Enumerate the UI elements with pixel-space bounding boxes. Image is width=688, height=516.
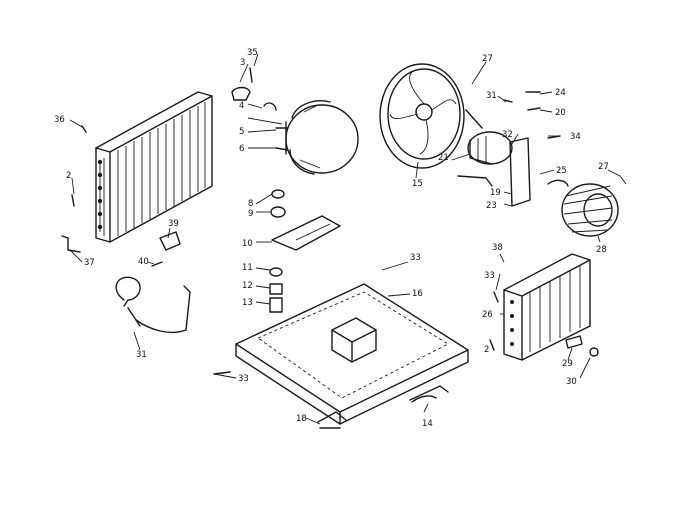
callout-35: 35 xyxy=(247,48,258,58)
callout-15: 15 xyxy=(412,179,423,189)
callout-32: 32 xyxy=(502,130,513,140)
condenser-coil xyxy=(61,91,213,253)
callout-10: 10 xyxy=(242,239,253,249)
callout-5: 5 xyxy=(239,127,244,137)
callout-4: 4 xyxy=(239,101,244,111)
callout-13: 13 xyxy=(242,298,253,308)
callout-39: 39 xyxy=(168,219,179,229)
callout-37: 37 xyxy=(84,258,95,268)
callout-31-upper: 31 xyxy=(486,91,497,101)
callout-31: 31 xyxy=(136,350,147,360)
callout-27-right: 27 xyxy=(598,162,609,172)
callout-27: 27 xyxy=(482,54,493,64)
fan-motor xyxy=(457,91,561,207)
callout-14: 14 xyxy=(422,419,433,429)
callout-33-lower: 33 xyxy=(238,374,249,384)
compressor xyxy=(231,67,359,175)
leader-lines xyxy=(69,53,627,425)
callout-28: 28 xyxy=(596,245,607,255)
callout-6: 6 xyxy=(239,144,244,154)
callout-30: 30 xyxy=(566,377,577,387)
callout-8: 8 xyxy=(248,199,253,209)
blower-wheel xyxy=(547,179,619,237)
callout-21: 21 xyxy=(438,153,449,163)
callout-26: 26 xyxy=(482,310,493,320)
callout-29: 29 xyxy=(562,359,573,369)
mount-parts xyxy=(269,189,341,313)
callout-2-right: 2 xyxy=(484,345,489,355)
callout-2: 2 xyxy=(66,171,71,181)
callout-36: 36 xyxy=(54,115,65,125)
callout-labels: 35 3 4 5 6 36 2 37 39 40 31 8 9 10 11 12… xyxy=(54,48,609,429)
callout-12: 12 xyxy=(242,281,253,291)
callout-16: 16 xyxy=(412,289,423,299)
control-parts xyxy=(115,231,191,334)
callout-9: 9 xyxy=(248,209,253,219)
callout-38: 38 xyxy=(492,243,503,253)
callout-23: 23 xyxy=(486,201,497,211)
base-pan xyxy=(213,283,469,429)
callout-20: 20 xyxy=(555,108,566,118)
callout-33: 33 xyxy=(410,253,421,263)
callout-18: 18 xyxy=(296,414,307,424)
callout-34: 34 xyxy=(570,132,581,142)
evaporator-coil xyxy=(489,253,599,361)
callout-40: 40 xyxy=(138,257,149,267)
callout-11: 11 xyxy=(242,263,253,273)
callout-33-right: 33 xyxy=(484,271,495,281)
callout-19: 19 xyxy=(490,188,501,198)
callout-25: 25 xyxy=(556,166,567,176)
callout-24: 24 xyxy=(555,88,566,98)
callout-3: 3 xyxy=(240,58,245,68)
fan-blade xyxy=(379,63,483,169)
